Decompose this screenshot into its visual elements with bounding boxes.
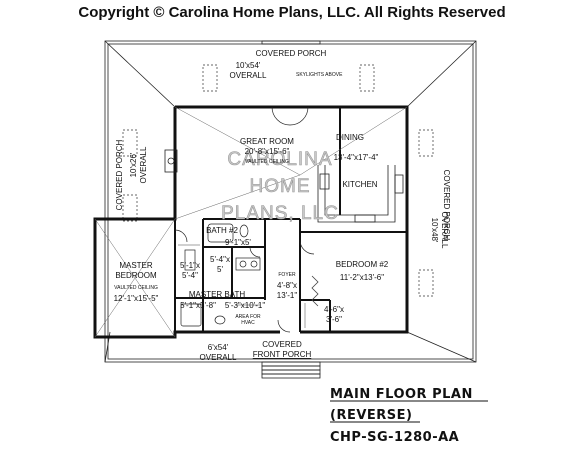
great-room-size: 20'-8"x15'-6" — [245, 147, 290, 156]
svg-text:CAROLINA: CAROLINA — [227, 149, 332, 170]
wic2-size: 5'-4"x — [210, 255, 230, 264]
svg-text:OVERALL: OVERALL — [440, 212, 449, 249]
title-line3: CHP-SG-1280-AA — [330, 430, 459, 445]
bath-fixtures — [180, 223, 261, 327]
svg-text:COVERED PORCH: COVERED PORCH — [115, 139, 124, 210]
front-porch-size: 6'x54' — [208, 343, 229, 352]
dining-size: 13'-4"x17'-4" — [334, 153, 379, 162]
copyright-notice: Copyright © Carolina Home Plans, LLC. Al… — [78, 4, 506, 21]
foyer-size: 4'-8"x — [277, 281, 297, 290]
master-bath-size: 5'-1"x5'-8" — [180, 301, 216, 310]
hvac-note: AREA FOR — [235, 314, 261, 320]
kitchen-counters — [317, 165, 404, 223]
bedroom2-name: BEDROOM #2 — [336, 260, 389, 269]
watermark: CAROLINA HOME PLANS, LLC — [221, 149, 339, 225]
master-bedroom-name2: BEDROOM — [115, 271, 157, 280]
bath2-name: BATH #2 — [206, 226, 238, 235]
front-porch-name: COVERED — [262, 340, 302, 349]
wic2-size2: 5' — [217, 265, 223, 274]
porch-outlines — [104, 40, 477, 379]
fireplace — [164, 149, 178, 173]
closet-size2: 3'-6" — [326, 315, 342, 324]
rear-porch-name: COVERED PORCH — [256, 49, 327, 58]
svg-text:HOME: HOME — [250, 176, 311, 197]
bath2-size: 9'-1"x5' — [225, 238, 251, 247]
master-bedroom-size: 12'-1"x15'-5" — [114, 294, 159, 303]
master-bath-name: MASTER BATH — [189, 290, 246, 299]
kitchen-name: KITCHEN — [342, 180, 377, 189]
left-porch-size: 10'x26' OVERALL — [129, 146, 148, 183]
master-bedroom-note: VAULTED CEILING — [114, 285, 158, 291]
doors — [174, 106, 315, 333]
left-porch-label: COVERED PORCH — [115, 139, 124, 210]
great-room-name: GREAT ROOM — [240, 137, 294, 146]
right-porch-size: 10'x48' OVERALL — [430, 212, 449, 249]
foyer-name: FOYER — [278, 272, 296, 278]
title-line1: MAIN FLOOR PLAN — [330, 387, 473, 402]
svg-text:PLANS, LLC: PLANS, LLC — [221, 203, 339, 224]
foyer-size2: 13'-1" — [277, 291, 298, 300]
svg-text:COVERED PORCH: COVERED PORCH — [442, 170, 451, 241]
rear-porch-size: 10'x54' — [236, 61, 261, 70]
master-bath-size2: 5'-3"x10'-1" — [225, 301, 265, 310]
wic1-size: 5'-1"x — [180, 261, 200, 270]
closet-size: 4'-6"x — [324, 305, 344, 314]
front-porch-name2: FRONT PORCH — [253, 350, 312, 359]
svg-text:10'x48': 10'x48' — [430, 218, 439, 243]
vault-lines — [94, 106, 408, 338]
svg-text:10'x26': 10'x26' — [129, 152, 138, 177]
bedroom2-size: 11'-2"x13'-6" — [340, 273, 384, 282]
svg-text:OVERALL: OVERALL — [139, 146, 148, 183]
closet-shelves — [178, 244, 306, 328]
closet-rod-zigzag — [311, 275, 319, 307]
skylight-note: SKYLIGHTS ABOVE — [296, 72, 343, 78]
dining-name: DINING — [336, 133, 364, 142]
wic1-size2: 5'-4" — [182, 271, 198, 280]
rear-porch-overall: OVERALL — [230, 71, 267, 80]
interior-walls — [174, 107, 407, 332]
master-bedroom-name: MASTER — [119, 261, 153, 270]
right-porch-name: COVERED PORCH — [442, 170, 451, 241]
front-porch-overall: OVERALL — [200, 353, 237, 362]
hvac-note2: HVAC — [241, 320, 255, 326]
title-line2: (REVERSE) — [330, 408, 412, 423]
great-room-note: VAULTED CEILING — [245, 159, 289, 165]
